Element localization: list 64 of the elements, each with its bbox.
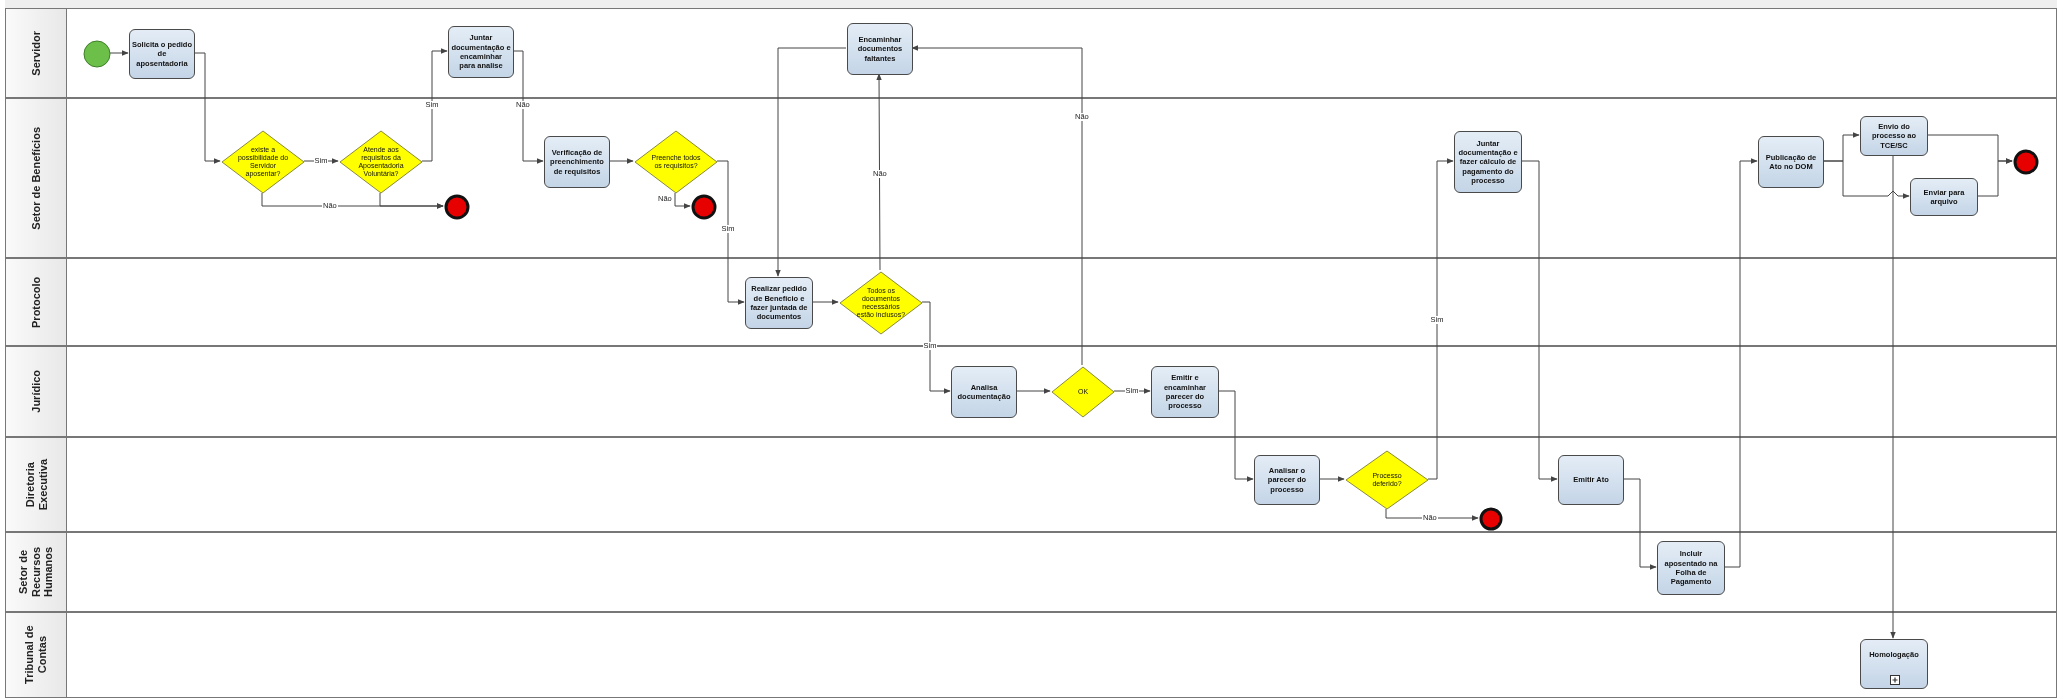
- decision-diamond: [221, 130, 305, 194]
- decision-diamond: [1051, 366, 1115, 418]
- decision-diamond: [839, 271, 923, 335]
- arrow: [1427, 158, 1454, 480]
- swimlane: [5, 612, 2057, 698]
- task-box: [1657, 541, 1725, 595]
- swimlane: [5, 258, 2057, 346]
- decision-diamond: [634, 130, 718, 194]
- swimlane: [5, 346, 2057, 437]
- arrow: [1385, 508, 1479, 521]
- lane-label: Tribunal de Contas: [23, 624, 49, 687]
- arrow: [1822, 160, 1910, 199]
- arrow: [1318, 476, 1345, 482]
- arrow: [512, 50, 544, 164]
- task-box: [129, 29, 195, 79]
- arrow: [1723, 158, 1758, 568]
- arrow: [379, 192, 444, 209]
- arrow: [911, 45, 1083, 366]
- arrow: [1520, 160, 1558, 482]
- task-box: [847, 23, 913, 75]
- task-box: [1454, 131, 1522, 193]
- task-box: [1151, 366, 1219, 418]
- lane-label: Setor de Recursos Humanos: [17, 545, 55, 600]
- end-event: [444, 194, 470, 220]
- task-box: [1860, 639, 1928, 689]
- swimlane: [5, 532, 2057, 612]
- arrow: [421, 48, 448, 162]
- lane-label: Servidor: [29, 29, 43, 78]
- start-event: [83, 40, 111, 68]
- decision-diamond: [1345, 450, 1429, 510]
- decision-diamond: [339, 130, 423, 194]
- task-box: [1860, 116, 1928, 156]
- swimlane: [5, 98, 2057, 258]
- arrow: [1217, 390, 1254, 482]
- task-box: [1254, 455, 1320, 505]
- task-box: [745, 277, 813, 329]
- end-event: [1479, 507, 1503, 531]
- task-box: [1758, 136, 1824, 188]
- swimlane: [5, 8, 2057, 98]
- arrow: [811, 299, 839, 305]
- arrow: [1890, 154, 1896, 639]
- arrow: [1015, 388, 1051, 394]
- lane-label: Setor de Benefícios: [29, 125, 43, 232]
- arrow: [193, 52, 221, 164]
- task-box: [1558, 455, 1624, 505]
- arrow: [109, 50, 129, 56]
- arrow: [775, 47, 847, 277]
- arrow: [876, 73, 882, 271]
- end-event: [2013, 149, 2039, 175]
- task-box: [448, 26, 514, 78]
- task-box: [1910, 178, 1978, 216]
- lane-label: Diretoria Executiva: [23, 457, 49, 513]
- task-box: [544, 136, 610, 188]
- swimlane: [5, 437, 2057, 532]
- arrow: [674, 192, 691, 209]
- arrow: [716, 160, 745, 305]
- lane-label: Jurídico: [29, 369, 43, 415]
- arrow: [921, 301, 951, 394]
- lane-label: Protocolo: [29, 275, 43, 330]
- arrow: [1976, 158, 2013, 197]
- arrow: [608, 158, 634, 164]
- arrow: [1622, 478, 1657, 570]
- task-box: [951, 366, 1017, 418]
- end-event: [691, 194, 717, 220]
